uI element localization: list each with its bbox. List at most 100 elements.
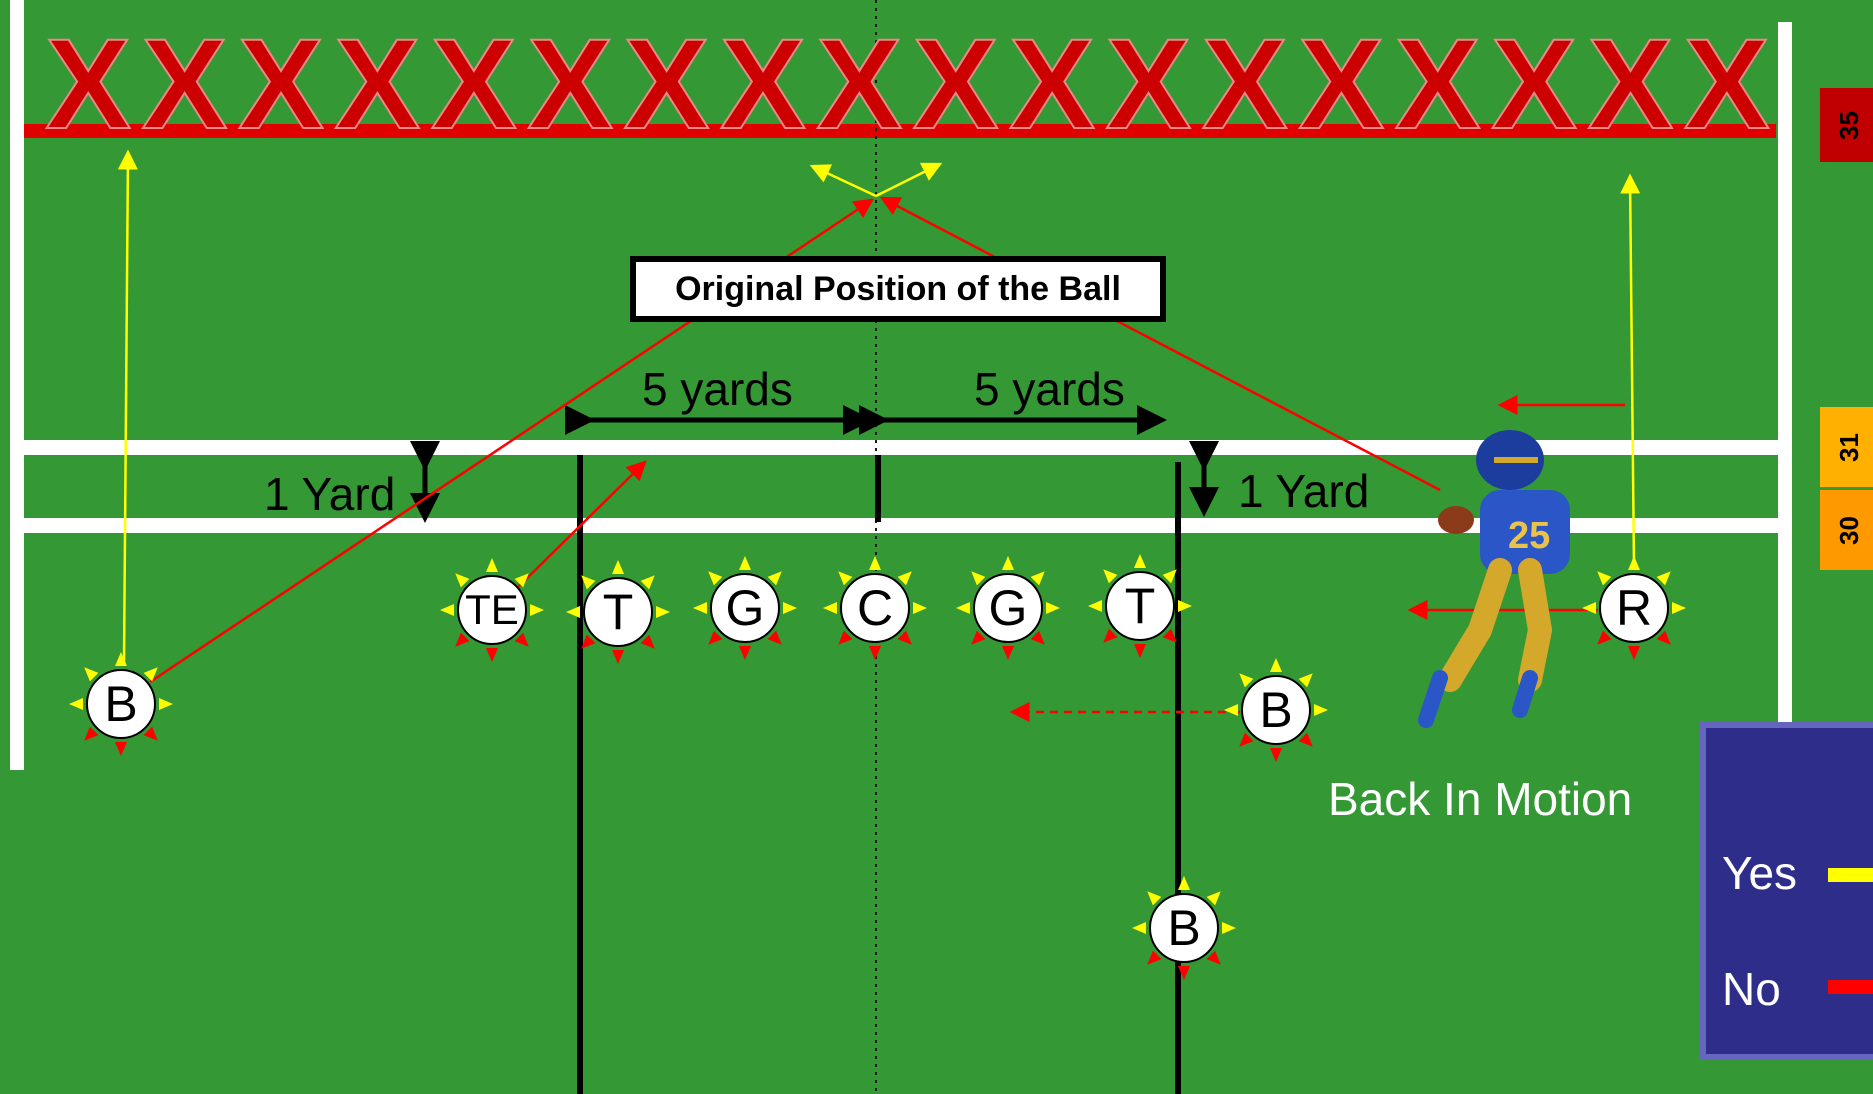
player-right-tackle: T [1105, 571, 1175, 641]
defense-mark: X [1684, 13, 1769, 156]
yard-marker-31: 31 [1820, 407, 1873, 487]
legend-yes-swatch [1828, 868, 1873, 882]
one-yard-right-label: 1 Yard [1238, 465, 1370, 517]
direction-arrow [1239, 732, 1254, 747]
direction-arrow [838, 571, 853, 586]
defense-mark: X [527, 13, 612, 156]
back-in-motion-label: Back In Motion [1328, 773, 1633, 825]
player-back-deep: B [1149, 893, 1219, 963]
direction-arrow [1030, 630, 1045, 645]
direction-arrow [640, 634, 655, 649]
direction-arrow [143, 667, 158, 682]
direction-arrow [1147, 950, 1162, 965]
direction-arrow [1103, 628, 1118, 643]
direction-arrow [869, 556, 881, 570]
direction-arrow [1147, 891, 1162, 906]
direction-arrow [1206, 950, 1221, 965]
defense-mark: X [1106, 13, 1191, 156]
defense-mark: X [431, 13, 516, 156]
direction-arrow [1597, 571, 1612, 586]
direction-arrow [1270, 658, 1282, 672]
yard-marker-35: 35 [1820, 88, 1873, 162]
defense-mark: X [46, 13, 131, 156]
yard-marker-30: 30 [1820, 490, 1873, 570]
route-receiver [1620, 173, 1641, 569]
defense-mark: X [1491, 13, 1576, 156]
direction-arrow [1222, 922, 1236, 934]
five-yards-left-label: 5 yards [642, 363, 793, 415]
sideline-left [10, 0, 24, 770]
route-left-back [117, 149, 138, 663]
direction-arrow [838, 630, 853, 645]
ball-position-label: Original Position of the Ball [630, 256, 1166, 322]
direction-arrow [455, 573, 470, 588]
direction-arrow [708, 571, 723, 586]
player-back-motion: B [1241, 675, 1311, 745]
direction-arrow [913, 602, 927, 614]
direction-arrow [581, 634, 596, 649]
defense-mark: X [1588, 13, 1673, 156]
defense-mark: X [238, 13, 323, 156]
direction-arrow [612, 560, 624, 574]
direction-arrow [1132, 922, 1146, 934]
direction-arrow [115, 742, 127, 756]
direction-arrow [530, 604, 544, 616]
direction-arrow [84, 667, 99, 682]
direction-arrow [1314, 704, 1328, 716]
defense-mark: X [335, 13, 420, 156]
direction-arrow [708, 630, 723, 645]
player-direction-arrows [69, 554, 1686, 980]
direction-arrow [1224, 704, 1238, 716]
one-yard-left-label: 1 Yard [264, 468, 396, 520]
five-yards-right-label: 5 yards [974, 363, 1125, 415]
direction-arrow [956, 602, 970, 614]
player-tight-end: TE [457, 575, 527, 645]
legend-no-swatch [1828, 980, 1873, 994]
defense-mark: X [142, 13, 227, 156]
direction-arrow [767, 571, 782, 586]
direction-arrow [1178, 600, 1192, 612]
direction-arrow [1002, 556, 1014, 570]
defense-mark: X [1009, 13, 1094, 156]
svg-text:25: 25 [1508, 515, 1550, 557]
direction-arrow [1582, 602, 1596, 614]
direction-arrow [739, 646, 751, 660]
player-back-left: B [86, 669, 156, 739]
direction-arrow [897, 630, 912, 645]
direction-arrow [971, 571, 986, 586]
direction-arrow [1046, 602, 1060, 614]
ball-yellow-left [809, 164, 877, 198]
direction-arrow [69, 698, 83, 710]
legend: Yes No [1700, 722, 1873, 1060]
direction-arrow [486, 648, 498, 662]
yard-line-lower [24, 518, 1778, 533]
player-center: C [840, 573, 910, 643]
route-runner-to-ball [879, 196, 1441, 492]
direction-arrow [486, 558, 498, 572]
direction-arrow [1298, 673, 1313, 688]
direction-arrow [1206, 891, 1221, 906]
direction-arrow [1030, 571, 1045, 586]
direction-arrow [1162, 628, 1177, 643]
direction-arrow [1270, 748, 1282, 762]
direction-arrow [566, 606, 580, 618]
direction-arrow [767, 630, 782, 645]
sideline-right [1778, 22, 1792, 722]
direction-arrow [1628, 646, 1640, 660]
direction-arrow [1178, 876, 1190, 890]
ball-yellow-right [875, 162, 943, 198]
direction-arrow [783, 602, 797, 614]
direction-arrow [1597, 630, 1612, 645]
player-right-guard: G [973, 573, 1043, 643]
direction-arrow [514, 573, 529, 588]
defense-mark: X [720, 13, 805, 156]
yard-line-upper [24, 440, 1778, 455]
legend-no-label: No [1722, 963, 1781, 1015]
direction-arrow [693, 602, 707, 614]
direction-arrow [455, 632, 470, 647]
defense-mark: X [624, 13, 709, 156]
direction-arrow [1088, 600, 1102, 612]
direction-arrow [1298, 732, 1313, 747]
